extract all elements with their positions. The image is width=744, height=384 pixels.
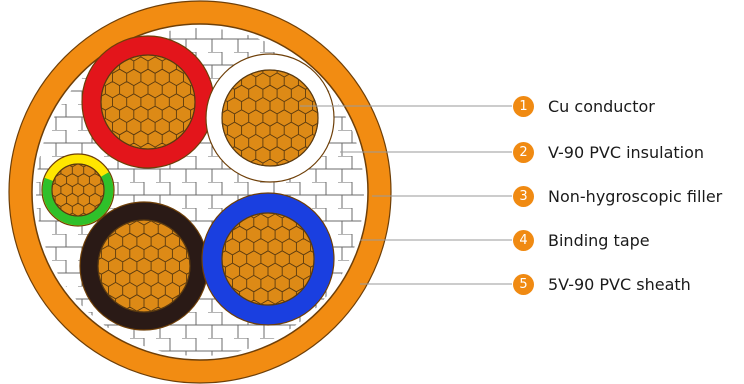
callout-number-badge: 5 [513, 273, 534, 295]
callout-3: 3 Non-hygroscopic filler [513, 183, 722, 209]
leader-lines [300, 105, 512, 285]
callout-label: Cu conductor [548, 96, 655, 116]
callout-number-badge: 3 [513, 185, 534, 207]
red-core-conductor-rim [100, 54, 196, 150]
blue-core [201, 192, 335, 326]
callout-number-badge: 2 [513, 141, 534, 163]
black-core [79, 201, 209, 331]
callout-5: 5 5V-90 PVC sheath [513, 271, 691, 297]
callout-label: 5V-90 PVC sheath [548, 274, 691, 294]
callout-1: 1 Cu conductor [513, 93, 655, 119]
callout-label: V-90 PVC insulation [548, 142, 705, 162]
callout-4: 4 Binding tape [513, 227, 650, 253]
callout-number-badge: 1 [513, 95, 534, 117]
callout-label: Non-hygroscopic filler [548, 186, 723, 206]
callout-number-badge: 4 [513, 229, 534, 251]
white-core-conductor-rim [221, 69, 319, 167]
white-core [205, 53, 335, 183]
callout-label: Binding tape [548, 230, 650, 250]
cores [41, 35, 335, 331]
blue-core-conductor-rim [221, 212, 315, 306]
earth-core [41, 153, 115, 227]
callout-2: 2 V-90 PVC insulation [513, 139, 704, 165]
earth-core-conductor-rim [51, 163, 105, 217]
black-core-conductor-rim [97, 219, 191, 313]
red-core [81, 35, 215, 169]
